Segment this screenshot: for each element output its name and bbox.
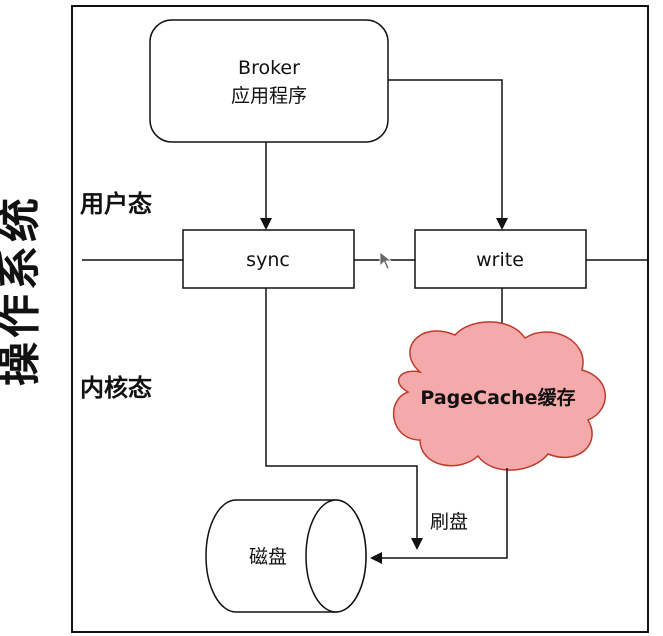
flush-label: 刷盘: [430, 511, 468, 533]
broker-box: [149, 19, 389, 143]
sync-box: [182, 229, 355, 289]
disk-cylinder: [205, 499, 367, 613]
arrow-broker-write: [388, 79, 508, 230]
user-mode-label: 用户态: [80, 190, 152, 218]
mouse-cursor-icon: [379, 251, 393, 270]
arrow-sync-disk: [265, 288, 423, 550]
broker-title: Broker: [238, 57, 300, 79]
sync-label: sync: [246, 249, 290, 271]
kernel-mode-label: 内核态: [80, 374, 152, 402]
os-frame: [71, 5, 649, 633]
disk-label: 磁盘: [249, 546, 287, 568]
broker-subtitle: 应用程序: [231, 85, 307, 107]
write-box: [414, 229, 587, 289]
pagecache-label: PageCache缓存: [420, 386, 575, 409]
arrow-pagecache-disk: [370, 468, 508, 564]
pagecache-cloud: [392, 321, 606, 471]
write-label: write: [476, 249, 524, 271]
